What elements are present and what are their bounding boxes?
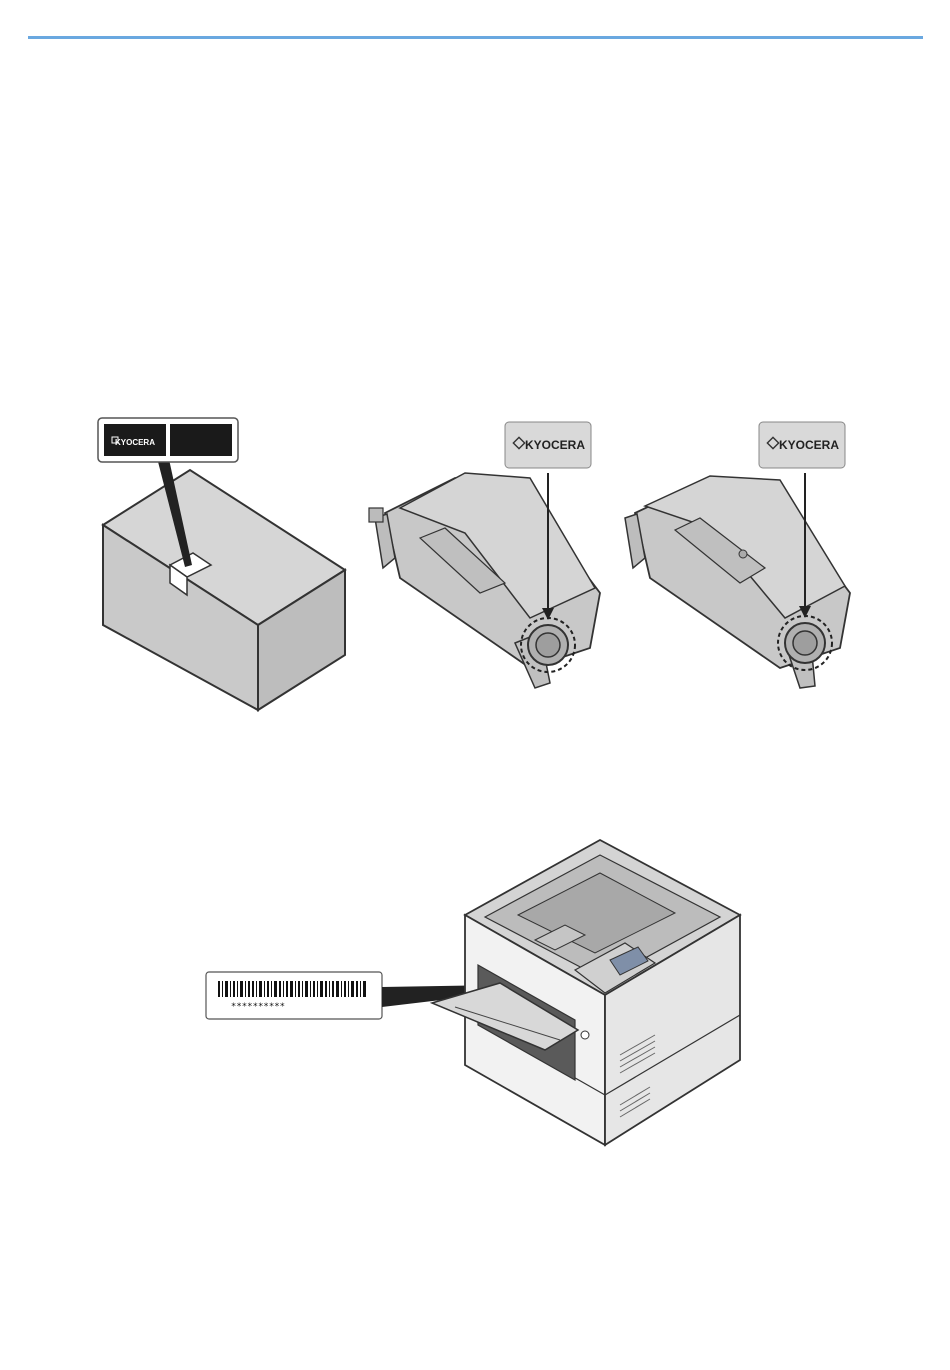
printer-illustration: **********	[200, 835, 760, 1150]
toner-cartridge-a-figure: KYOCERA	[365, 418, 610, 698]
toner-box-figure: KYOCERA	[95, 415, 350, 715]
toner-cartridge-b-figure: KYOCERA	[615, 418, 860, 698]
cartridge-b-label-brand: KYOCERA	[779, 438, 839, 452]
printer-serial-label: **********	[231, 1002, 285, 1012]
toner-cartridge-b-illustration: KYOCERA	[615, 418, 860, 698]
barcode-icon	[218, 981, 368, 997]
power-icon	[581, 1031, 589, 1039]
box-label-brand: KYOCERA	[115, 438, 155, 447]
cartridge-a-label-brand: KYOCERA	[525, 438, 585, 452]
header-divider	[28, 36, 923, 39]
toner-box-illustration: KYOCERA	[95, 415, 350, 715]
printer-figure: **********	[200, 835, 760, 1150]
toner-cartridge-a-illustration: KYOCERA	[365, 418, 610, 698]
